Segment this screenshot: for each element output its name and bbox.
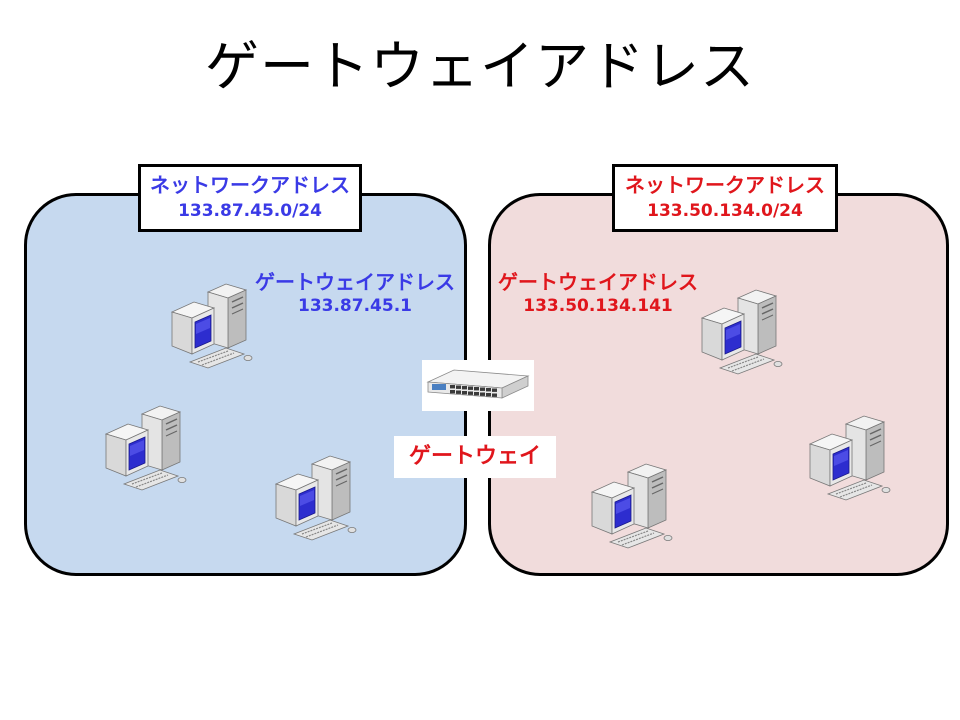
desktop-computer-icon — [102, 404, 192, 494]
left-network-area — [24, 193, 467, 576]
right-gateway-address-value: 133.50.134.141 — [523, 296, 673, 316]
right-network-area — [488, 193, 949, 576]
left-gateway-address: ゲートウェイアドレス 133.87.45.1 — [250, 266, 460, 316]
left-network-address-value: 133.87.45.0/24 — [178, 201, 322, 221]
desktop-computer-icon — [588, 462, 678, 552]
right-gateway-address-label: ゲートウェイアドレス — [498, 270, 698, 294]
left-network-address-label: ネットワークアドレス — [150, 173, 350, 197]
right-network-address-box: ネットワークアドレス 133.50.134.0/24 — [612, 164, 838, 232]
network-switch-icon — [426, 369, 530, 399]
gateway-label: ゲートウェイ — [394, 436, 556, 478]
left-network-address-box: ネットワークアドレス 133.87.45.0/24 — [138, 164, 362, 232]
desktop-computer-icon — [806, 414, 896, 504]
right-gateway-address: ゲートウェイアドレス 133.50.134.141 — [494, 266, 702, 316]
desktop-computer-icon — [698, 288, 788, 378]
right-network-address-label: ネットワークアドレス — [625, 173, 825, 197]
desktop-computer-icon — [272, 454, 362, 544]
desktop-computer-icon — [168, 282, 258, 372]
left-gateway-address-label: ゲートウェイアドレス — [255, 270, 455, 294]
page-title: ゲートウェイアドレス — [205, 35, 755, 98]
right-network-address-value: 133.50.134.0/24 — [647, 201, 803, 221]
left-gateway-address-value: 133.87.45.1 — [297, 296, 412, 316]
gateway-device — [422, 360, 534, 411]
